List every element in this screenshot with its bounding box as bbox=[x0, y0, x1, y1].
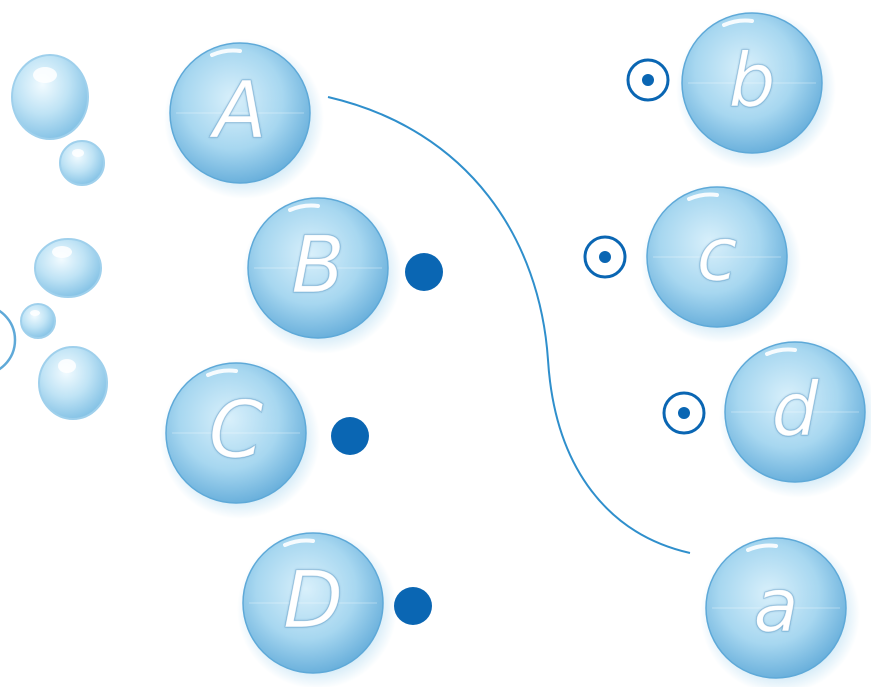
connection-A-a bbox=[327, 96, 691, 554]
dot-filled bbox=[394, 587, 432, 625]
decor-bubble bbox=[11, 54, 89, 140]
dot-lowercase-c[interactable] bbox=[583, 235, 627, 279]
lowercase-c-bubble[interactable] bbox=[641, 183, 801, 343]
decor-bubble bbox=[20, 303, 56, 339]
lowercase-a-bubble[interactable] bbox=[700, 534, 860, 691]
bubble-body bbox=[247, 197, 389, 339]
bubble-body bbox=[242, 532, 384, 674]
bubble-body bbox=[169, 42, 311, 184]
bubble-highlight bbox=[687, 192, 719, 201]
decor-bubble bbox=[38, 346, 108, 420]
match-dots bbox=[331, 58, 706, 625]
decor-bubble-highlight bbox=[33, 67, 57, 83]
bubble-highlight bbox=[765, 347, 797, 356]
dot-center bbox=[678, 407, 690, 419]
decor-bubble-highlight bbox=[58, 359, 76, 373]
dot-lowercase-d[interactable] bbox=[662, 391, 706, 435]
bubble-body bbox=[705, 537, 847, 679]
lowercase-b-bubble[interactable] bbox=[676, 9, 836, 169]
bubble-highlight bbox=[210, 48, 242, 57]
bubble-highlight bbox=[722, 18, 754, 27]
dot-center bbox=[599, 251, 611, 263]
bubble-body bbox=[165, 362, 307, 504]
bubble-body bbox=[646, 186, 788, 328]
bubble-highlight bbox=[206, 368, 238, 377]
bubble-highlight bbox=[288, 203, 320, 212]
decor-bubble-highlight bbox=[72, 149, 84, 157]
decor-bubble-highlight bbox=[52, 246, 72, 258]
decor-bubble bbox=[34, 238, 102, 298]
dot-uppercase-D[interactable] bbox=[394, 587, 432, 625]
bubble-highlight bbox=[283, 538, 315, 547]
uppercase-A-bubble[interactable] bbox=[164, 39, 324, 199]
uppercase-D-bubble[interactable] bbox=[237, 529, 397, 689]
decor-bubble-partial bbox=[0, 309, 17, 371]
connection-lines bbox=[327, 96, 691, 554]
bubble-body bbox=[724, 341, 866, 483]
dot-lowercase-b[interactable] bbox=[626, 58, 670, 102]
decor-bubble-highlight bbox=[30, 310, 40, 316]
uppercase-B-bubble[interactable] bbox=[242, 194, 402, 354]
letter-bubbles bbox=[160, 9, 871, 691]
bubble-highlight bbox=[746, 543, 778, 552]
bubble-body bbox=[681, 12, 823, 154]
dot-uppercase-C[interactable] bbox=[331, 417, 369, 455]
uppercase-C-bubble[interactable] bbox=[160, 359, 320, 519]
lowercase-d-bubble[interactable] bbox=[719, 338, 871, 498]
dot-filled bbox=[405, 253, 443, 291]
dot-center bbox=[642, 74, 654, 86]
dot-uppercase-B[interactable] bbox=[405, 253, 443, 291]
decor-bubble bbox=[59, 140, 105, 186]
dot-filled bbox=[331, 417, 369, 455]
decor-bubbles bbox=[0, 54, 108, 420]
